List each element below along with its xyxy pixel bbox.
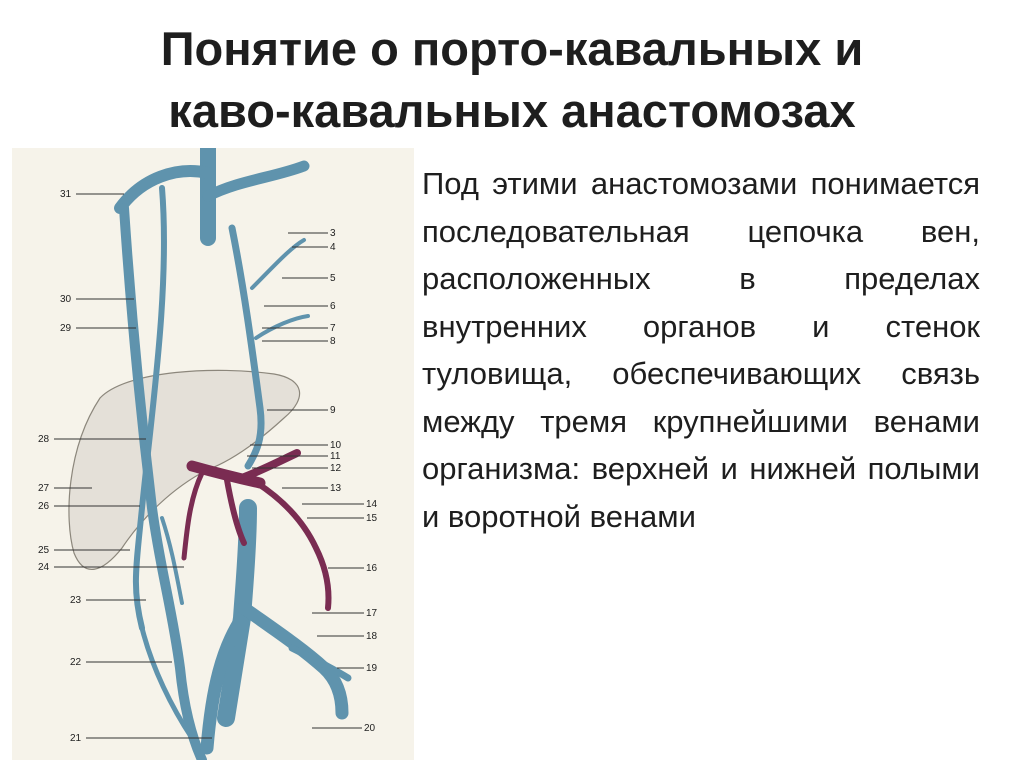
label-28: 28 xyxy=(38,434,50,445)
label-21: 21 xyxy=(70,733,82,744)
label-26: 26 xyxy=(38,501,50,512)
label-13: 13 xyxy=(330,483,342,494)
azygos-vein xyxy=(119,203,207,760)
label-7: 7 xyxy=(330,323,336,334)
epigastric-vein xyxy=(139,625,195,741)
label-17: 17 xyxy=(366,608,378,619)
label-3: 3 xyxy=(330,228,336,239)
label-11: 11 xyxy=(330,451,341,462)
common-iliac-right xyxy=(200,611,249,755)
umbilical-veins xyxy=(160,516,184,605)
label-29: 29 xyxy=(60,323,72,334)
label-20: 20 xyxy=(364,723,376,734)
systemic-veins xyxy=(114,148,352,760)
superior-mesenteric-vein xyxy=(224,477,247,546)
label-9: 9 xyxy=(330,405,336,416)
thoracoepigastric-vein xyxy=(132,185,167,631)
title-line-2: каво-кавальных анастомозах xyxy=(168,84,856,137)
label-6: 6 xyxy=(330,301,336,312)
label-12: 12 xyxy=(330,463,342,474)
label-24: 24 xyxy=(38,562,50,573)
label-10: 10 xyxy=(330,440,342,451)
splenic-vein xyxy=(238,449,301,482)
label-18: 18 xyxy=(366,631,378,642)
venous-anastomoses-diagram: 3 4 5 6 7 8 9 10 11 12 13 14 15 16 17 18… xyxy=(38,148,378,760)
brachiocephalic-vein-right xyxy=(114,165,214,214)
label-22: 22 xyxy=(70,657,82,668)
anatomy-illustration: 3 4 5 6 7 8 9 10 11 12 13 14 15 16 17 18… xyxy=(12,148,414,760)
label-16: 16 xyxy=(366,563,378,574)
labels-right: 3 4 5 6 7 8 9 10 11 12 13 14 15 16 17 18… xyxy=(247,228,378,734)
label-23: 23 xyxy=(70,595,82,606)
label-8: 8 xyxy=(330,336,336,347)
labels-left: 31 30 29 28 27 26 25 24 23 22 21 xyxy=(38,189,212,744)
gastric-branch-2 xyxy=(254,314,310,340)
label-14: 14 xyxy=(366,499,378,510)
description-text: Под этими анастомозами понимается послед… xyxy=(422,166,980,534)
esophageal-veins xyxy=(228,224,265,470)
title-line-1: Понятие о порто-кавальных и xyxy=(160,22,864,75)
inferior-mesenteric-vein xyxy=(254,480,332,611)
label-25: 25 xyxy=(38,545,50,556)
paraumbilical-vein xyxy=(181,470,205,561)
label-30: 30 xyxy=(60,294,72,305)
label-4: 4 xyxy=(330,242,336,253)
label-31: 31 xyxy=(60,189,72,200)
gastric-branch-1 xyxy=(250,238,306,290)
slide-title: Понятие о порто-кавальных и каво-кавальн… xyxy=(40,18,984,142)
common-iliac-left xyxy=(237,601,349,720)
external-iliac-branch xyxy=(288,644,352,682)
portal-system xyxy=(181,449,332,611)
label-15: 15 xyxy=(366,513,378,524)
portal-vein xyxy=(186,460,266,489)
brachiocephalic-vein-left xyxy=(202,160,310,202)
label-5: 5 xyxy=(330,273,336,284)
label-19: 19 xyxy=(366,663,378,674)
label-27: 27 xyxy=(38,483,50,494)
